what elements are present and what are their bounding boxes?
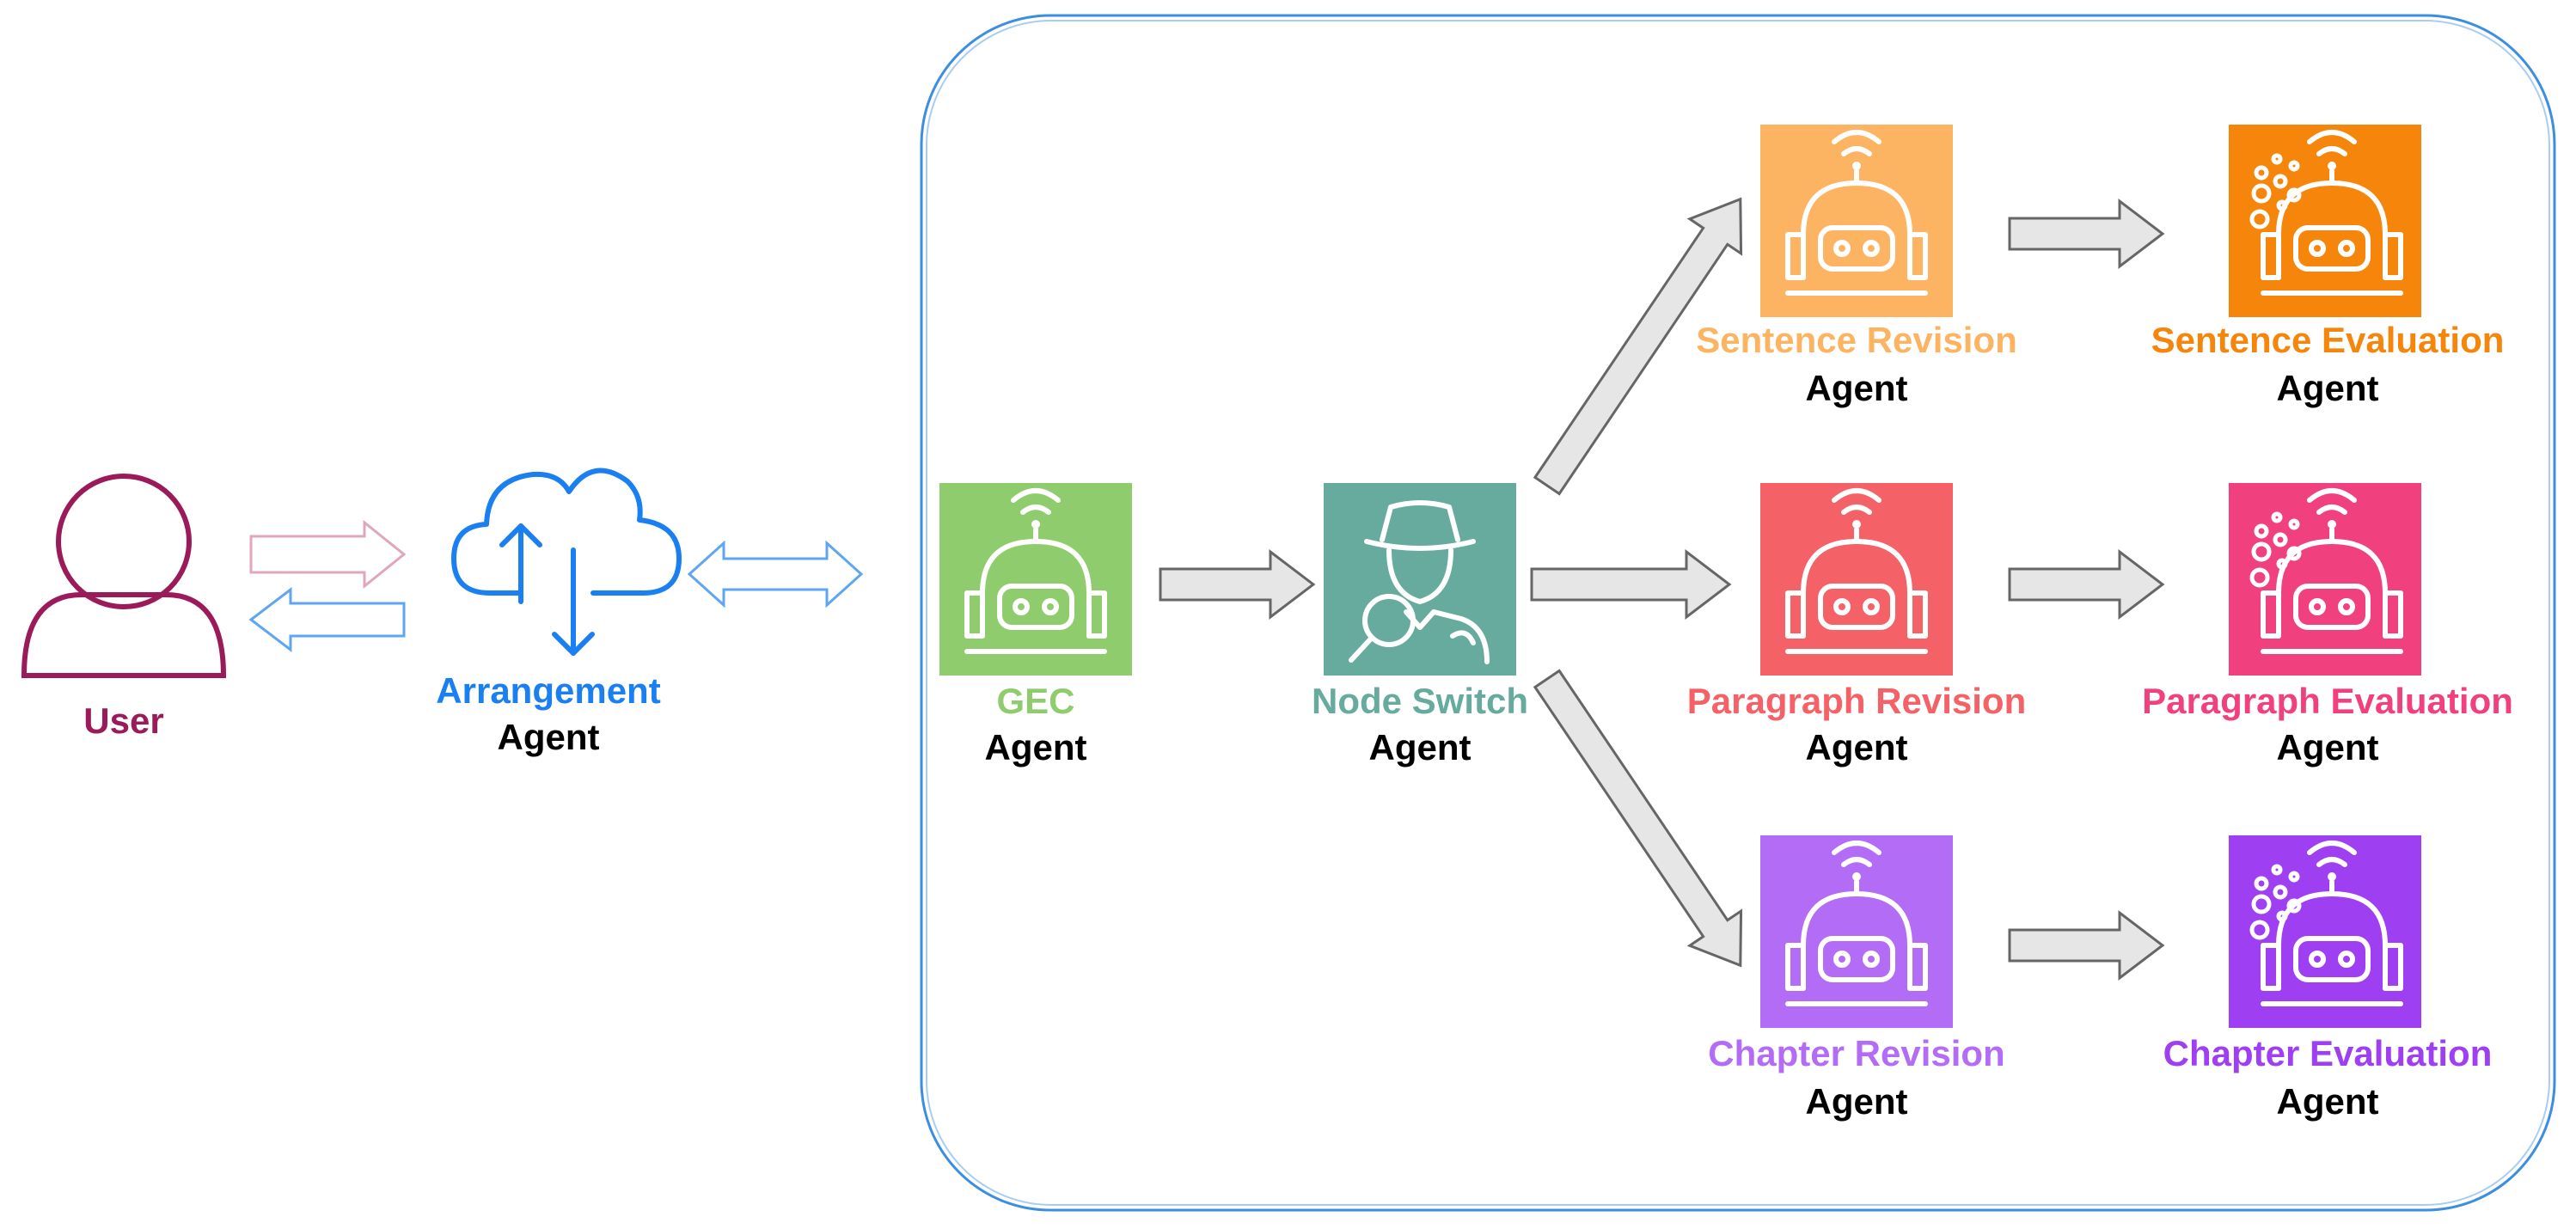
user-to-arrangement-arrow bbox=[249, 519, 407, 590]
sentence-evaluation-title: Sentence Evaluation bbox=[2151, 320, 2505, 360]
paragraph-evaluation-agent-node: Paragraph Evaluation Agent bbox=[2142, 483, 2513, 767]
chapter-evaluation-agent-node: Chapter Evaluation Agent bbox=[2163, 835, 2493, 1122]
node-switch-title: Node Switch bbox=[1312, 681, 1528, 721]
paragraph-revision-tile bbox=[1760, 483, 1953, 676]
node-switch-suffix: Agent bbox=[1369, 727, 1472, 767]
paragraph-revision-suffix: Agent bbox=[1806, 727, 1908, 767]
gec-to-node-switch-arrow bbox=[1159, 548, 1316, 621]
chapter-revision-agent-node: Chapter Revision Agent bbox=[1708, 835, 2005, 1122]
paragraph-revision-title: Paragraph Revision bbox=[1687, 681, 2026, 721]
user-icon bbox=[21, 474, 227, 678]
node-switch-agent-node: Node Switch Agent bbox=[1312, 483, 1528, 767]
sentence-revision-to-evaluation-arrow bbox=[2008, 198, 2165, 270]
sentence-revision-agent-node: Sentence Revision Agent bbox=[1696, 125, 2017, 408]
detective-search-icon bbox=[1349, 500, 1490, 664]
arrangement-container-double-arrow bbox=[687, 540, 864, 608]
cloud-upload-download-icon bbox=[451, 468, 682, 656]
arrangement-title: Arrangement bbox=[436, 670, 660, 711]
node-switch-to-paragraph-revision-arrow bbox=[1530, 548, 1732, 621]
chapter-revision-suffix: Agent bbox=[1806, 1081, 1908, 1122]
node-switch-to-sentence-revision-arrow bbox=[1533, 197, 1743, 496]
user-node: User bbox=[21, 474, 227, 741]
arrangement-suffix: Agent bbox=[498, 717, 600, 757]
gec-agent-node: GEC Agent bbox=[939, 483, 1132, 767]
node-switch-to-chapter-revision-arrow bbox=[1533, 669, 1743, 968]
chapter-revision-title: Chapter Revision bbox=[1708, 1033, 2004, 1073]
arrangement-to-user-arrow bbox=[248, 586, 406, 653]
paragraph-evaluation-suffix: Agent bbox=[2277, 727, 2379, 767]
agent-group-container-inner bbox=[926, 20, 2550, 1206]
sentence-evaluation-agent-node: Sentence Evaluation Agent bbox=[2151, 125, 2505, 408]
chapter-revision-to-evaluation-arrow bbox=[2008, 909, 2165, 981]
paragraph-evaluation-title: Paragraph Evaluation bbox=[2142, 681, 2513, 721]
sentence-revision-suffix: Agent bbox=[1806, 368, 1908, 408]
paragraph-revision-to-evaluation-arrow bbox=[2008, 548, 2165, 621]
chapter-revision-tile bbox=[1760, 835, 1953, 1028]
user-label: User bbox=[83, 700, 163, 741]
chapter-evaluation-suffix: Agent bbox=[2277, 1081, 2379, 1122]
sentence-evaluation-suffix: Agent bbox=[2277, 368, 2379, 408]
chapter-evaluation-title: Chapter Evaluation bbox=[2163, 1033, 2493, 1073]
gec-tile bbox=[939, 483, 1132, 676]
gec-suffix: Agent bbox=[985, 727, 1087, 767]
sentence-revision-title: Sentence Revision bbox=[1696, 320, 2016, 360]
arrangement-agent-node: Arrangement Agent bbox=[436, 468, 682, 757]
gec-title: GEC bbox=[996, 681, 1074, 721]
chapter-evaluation-tile bbox=[2229, 835, 2421, 1028]
paragraph-revision-agent-node: Paragraph Revision Agent bbox=[1687, 483, 2026, 767]
agent-group-container bbox=[920, 14, 2556, 1212]
sentence-revision-tile bbox=[1760, 125, 1953, 317]
sentence-evaluation-tile bbox=[2229, 125, 2421, 317]
paragraph-evaluation-tile bbox=[2229, 483, 2421, 676]
